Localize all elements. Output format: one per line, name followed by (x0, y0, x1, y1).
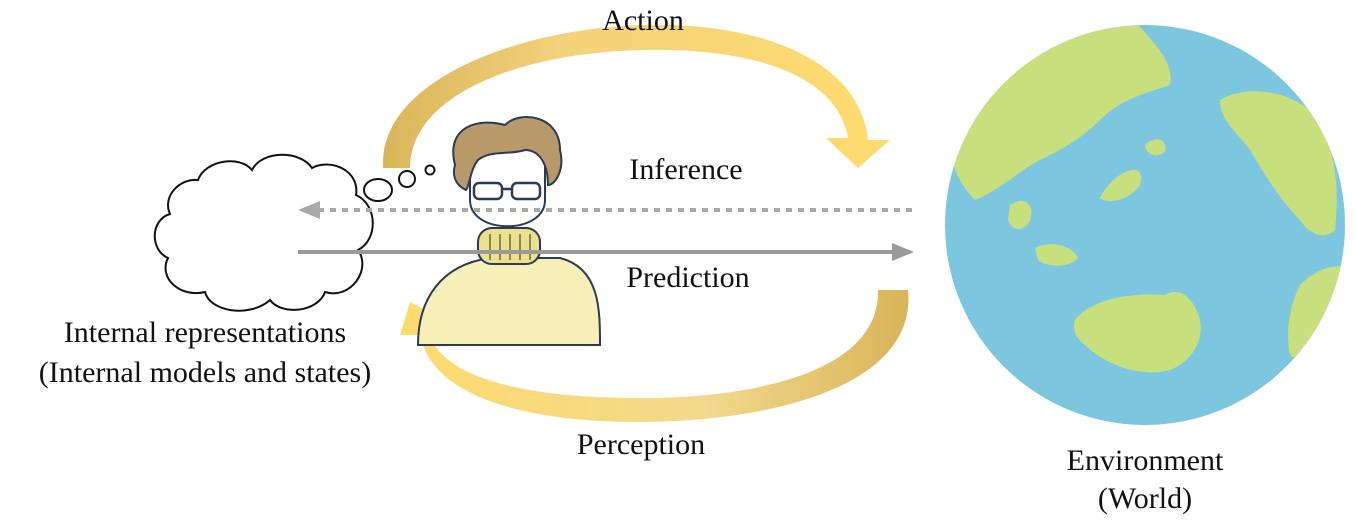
world-label: (World) (1097, 482, 1193, 515)
environment-label: Environment (1066, 444, 1224, 477)
person-icon (416, 116, 602, 346)
prediction-label: Prediction (626, 261, 750, 294)
perception-label: Perception (576, 428, 706, 461)
action-label: Action (602, 4, 684, 37)
inference-label: Inference (629, 153, 743, 186)
inference-arrow (298, 201, 912, 219)
perception-arrow (400, 290, 909, 422)
prediction-arrow (298, 243, 914, 261)
action-arrow (382, 24, 890, 168)
earth-globe-icon (945, 25, 1345, 425)
internal-representations-label: Internal representations (63, 316, 347, 349)
internal-models-label: (Internal models and states) (38, 356, 372, 389)
thought-bubble-icon (153, 153, 436, 312)
